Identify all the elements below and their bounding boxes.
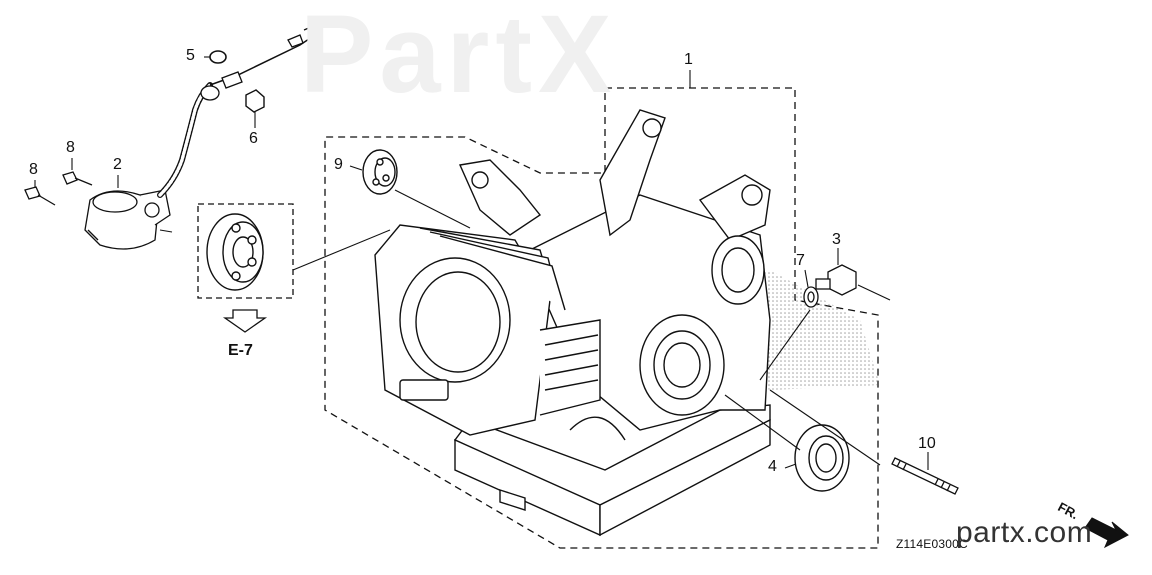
bolts	[24, 171, 93, 206]
reference-label: E-7	[228, 342, 253, 359]
hex-nut	[245, 89, 265, 113]
callout-8-lower: 8	[29, 161, 38, 178]
callout-7: 7	[796, 252, 805, 269]
callout-5: 5	[186, 47, 195, 64]
callout-3: 3	[832, 231, 841, 248]
callout-2: 2	[113, 156, 122, 173]
stud-bolt	[891, 457, 959, 495]
bearing-large	[206, 213, 264, 291]
arrow-down-icon	[222, 309, 268, 333]
diagram-code: Z114E0300C	[896, 537, 968, 551]
callout-6: 6	[249, 130, 258, 147]
sensor-wire	[157, 82, 213, 198]
o-ring	[209, 50, 227, 64]
drain-plug	[803, 264, 857, 308]
bearing-detail-box	[197, 203, 294, 299]
callout-10: 10	[918, 435, 936, 452]
watermark-text: partx.com	[956, 516, 1093, 549]
grommet	[200, 23, 321, 101]
oil-sensor	[84, 189, 171, 250]
callout-8-upper: 8	[66, 139, 75, 156]
leader-lines	[34, 56, 929, 470]
watermark-big: PartX	[300, 0, 618, 116]
callout-1: 1	[684, 51, 693, 68]
bearing-small	[362, 149, 398, 195]
callout-9: 9	[334, 156, 343, 173]
oil-seal	[794, 424, 850, 492]
assembly-boundary	[324, 87, 879, 549]
cylinder	[374, 224, 601, 436]
callout-4: 4	[768, 458, 777, 475]
front-arrow-icon	[1084, 517, 1129, 549]
